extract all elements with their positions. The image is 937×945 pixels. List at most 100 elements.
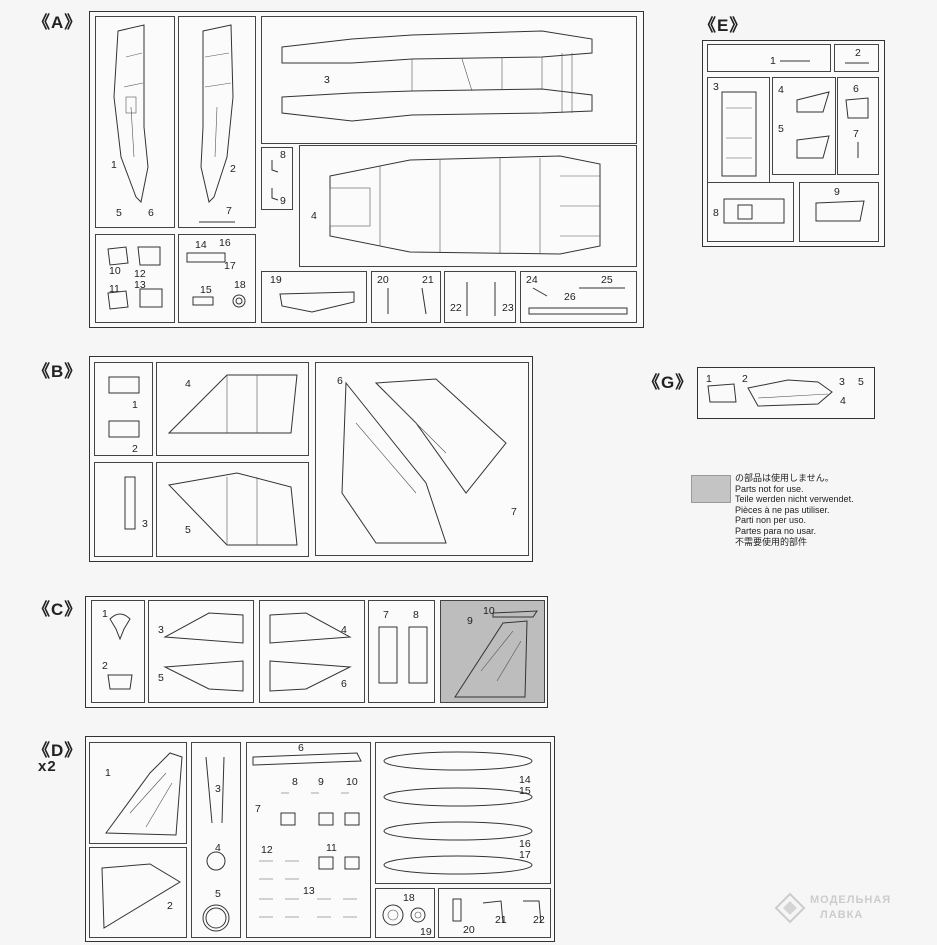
part-number: 15 bbox=[519, 785, 531, 797]
part-number: 1 bbox=[706, 373, 712, 385]
part-number: 6 bbox=[148, 207, 154, 219]
part-number: 9 bbox=[280, 195, 286, 207]
part-number: 17 bbox=[519, 849, 531, 861]
part-number: 7 bbox=[255, 803, 261, 815]
sprue-a-cell-parts-20-21: 20 21 bbox=[371, 271, 441, 323]
part-number: 17 bbox=[224, 260, 236, 272]
sprue-a-label: 《A》 bbox=[33, 13, 83, 32]
sprue-g-frame: 1 2 3 4 5 bbox=[697, 367, 875, 419]
part-number: 9 bbox=[318, 776, 324, 788]
sprue-e-cell-part-2: 2 bbox=[834, 44, 879, 72]
part-5-drawing bbox=[167, 472, 298, 546]
part-number: 5 bbox=[116, 207, 122, 219]
part-number: 3 bbox=[215, 783, 221, 795]
sprue-b-cell-parts-1-2: 1 2 bbox=[94, 362, 153, 456]
sprue-d-cell-fuel-tanks: 14 15 16 17 bbox=[375, 742, 551, 884]
sprue-a-cell-parts-22-23: 22 23 bbox=[444, 271, 516, 323]
part-number: 9 bbox=[834, 186, 840, 198]
watermark-line-1: МОДЕЛЬНАЯ bbox=[810, 894, 892, 906]
watermark: МОДЕЛЬНАЯ ЛАВКА bbox=[772, 890, 932, 930]
part-number: 4 bbox=[311, 210, 317, 222]
parts-9-10-drawing bbox=[454, 610, 538, 698]
sprue-d-count: x2 bbox=[38, 758, 57, 775]
parts-22-23-drawing bbox=[466, 282, 496, 316]
part-number: 11 bbox=[326, 842, 337, 854]
part-number: 18 bbox=[403, 892, 415, 904]
intake-parts-drawing bbox=[271, 160, 279, 201]
watermark-logo-icon bbox=[774, 892, 806, 924]
parts-6-7-drawing bbox=[341, 378, 507, 544]
part-number: 11 bbox=[109, 283, 120, 295]
parts-1-2-drawing bbox=[107, 613, 133, 690]
fuselage-half-right-drawing bbox=[199, 24, 235, 223]
parts-1-2-drawing bbox=[108, 376, 140, 438]
part-number: 22 bbox=[533, 914, 545, 926]
part-number: 2 bbox=[102, 660, 108, 672]
fuel-tanks-drawing bbox=[383, 751, 533, 875]
part-number: 7 bbox=[853, 128, 859, 140]
part-number: 7 bbox=[383, 609, 389, 621]
part-number: 23 bbox=[502, 302, 514, 314]
legend-line: Parti non per uso. bbox=[735, 515, 807, 526]
part-number: 12 bbox=[134, 268, 146, 280]
part-number: 21 bbox=[495, 914, 507, 926]
part-number: 10 bbox=[483, 605, 495, 617]
parts-3-5-drawing bbox=[163, 612, 244, 692]
sprue-b-cell-part-4: 4 bbox=[156, 362, 309, 456]
sprue-e-cell-part-1: 1 bbox=[707, 44, 831, 72]
part-number: 5 bbox=[778, 123, 784, 135]
part-number: 3 bbox=[142, 518, 148, 530]
part-number: 13 bbox=[134, 279, 146, 291]
part-number: 3 bbox=[324, 74, 330, 86]
sprue-e-cell-parts-6-7: 6 7 bbox=[837, 77, 879, 175]
upper-fuselage-drawing bbox=[281, 30, 593, 122]
part-number: 20 bbox=[377, 274, 389, 286]
parts-4-5-drawing bbox=[796, 91, 830, 159]
sprue-d-frame: 1 2 3 4 5 6 8 9 10 7 bbox=[85, 736, 555, 942]
sprue-d-cell-part-2: 2 bbox=[89, 847, 187, 938]
sprue-a-cell-small-parts-1: 10 12 11 13 bbox=[95, 234, 175, 323]
part-number: 1 bbox=[111, 159, 117, 171]
part-number: 8 bbox=[413, 609, 419, 621]
sprue-a-cell-small-parts-2: 14 16 17 15 18 bbox=[178, 234, 256, 323]
parts-18-19-drawing bbox=[382, 904, 426, 926]
part-number: 3 bbox=[839, 376, 845, 388]
parts-6-7-drawing bbox=[845, 97, 869, 158]
lower-fuselage-drawing bbox=[329, 155, 601, 255]
sprue-b-frame: 1 2 4 6 7 3 5 bbox=[89, 356, 533, 562]
sprue-a-cell-upper-fuselage: 3 bbox=[261, 16, 637, 144]
part-number: 6 bbox=[853, 83, 859, 95]
sprue-e-cell-parts-4-5: 4 5 bbox=[772, 77, 836, 175]
sprue-b-cell-part-5: 5 bbox=[156, 462, 309, 557]
sprue-b-cell-part-3: 3 bbox=[94, 462, 153, 557]
part-number: 26 bbox=[564, 291, 576, 303]
part-number: 14 bbox=[195, 239, 207, 251]
part-2-drawing bbox=[101, 863, 181, 929]
sprue-e-cell-part-3: 3 bbox=[707, 77, 770, 184]
legend-swatch bbox=[691, 475, 731, 503]
sprue-a-cell-parts-24-26: 24 25 26 bbox=[520, 271, 637, 323]
part-number: 9 bbox=[467, 615, 473, 627]
part-number: 20 bbox=[463, 924, 475, 936]
part-number: 25 bbox=[601, 274, 613, 286]
part-number: 19 bbox=[270, 274, 282, 286]
sprue-e-cell-part-9: 9 bbox=[799, 182, 879, 242]
part-number: 1 bbox=[105, 767, 111, 779]
sprue-d-label: 《D》 bbox=[33, 741, 83, 760]
sprue-d-cell-part-1: 1 bbox=[89, 742, 187, 844]
part-number: 4 bbox=[778, 84, 784, 96]
sprue-d-cell-parts-18-19: 18 19 bbox=[375, 888, 435, 938]
small-parts-1-drawing bbox=[107, 246, 163, 310]
sprue-a-cell-lower-fuselage: 4 bbox=[299, 145, 637, 267]
part-number: 2 bbox=[230, 163, 236, 175]
part-number: 7 bbox=[511, 506, 517, 518]
part-number: 1 bbox=[102, 608, 108, 620]
part-number: 5 bbox=[858, 376, 864, 388]
sprue-d-cell-parts-20-22: 20 21 22 bbox=[438, 888, 551, 938]
part-number: 2 bbox=[855, 47, 861, 59]
part-number: 21 bbox=[422, 274, 434, 286]
sprue-c-frame: 1 2 3 5 4 6 7 8 9 10 bbox=[85, 596, 548, 708]
canopy-drawing bbox=[707, 379, 833, 407]
part-number: 3 bbox=[713, 81, 719, 93]
watermark-line-2: ЛАВКА bbox=[820, 909, 864, 921]
